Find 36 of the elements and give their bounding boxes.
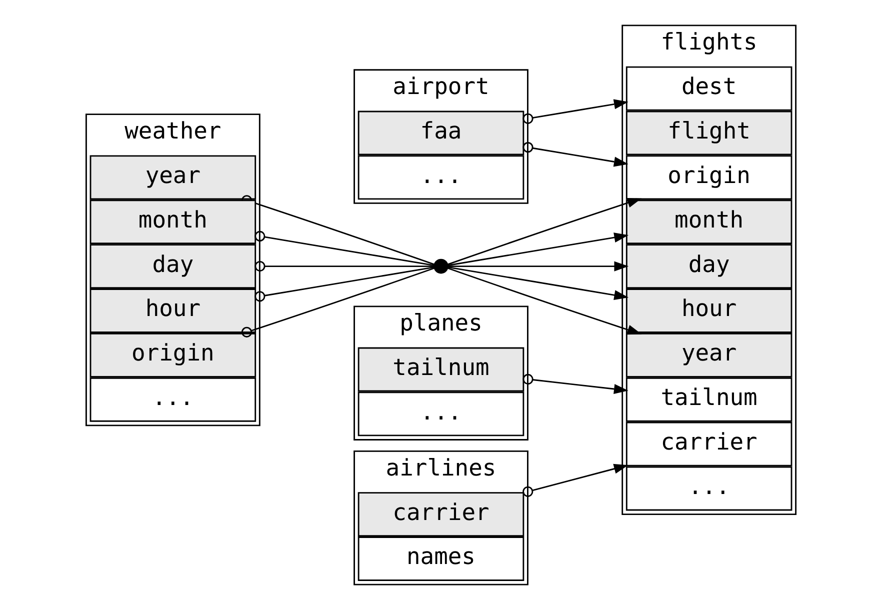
- arrow: [448, 261, 629, 272]
- node-box: tailnum: [358, 347, 524, 392]
- node-box: carrier: [626, 422, 792, 466]
- arrow: [448, 268, 642, 335]
- node-box: ...: [626, 466, 792, 511]
- node-box: ...: [90, 377, 256, 422]
- connector: [254, 261, 434, 272]
- node-box: month: [626, 200, 792, 244]
- node-box: year: [90, 155, 256, 200]
- node-box: hour: [626, 288, 792, 333]
- node-box: hour: [90, 288, 256, 333]
- node-box: dest: [626, 66, 792, 111]
- node-box: day: [90, 244, 256, 289]
- node-box: day: [626, 244, 792, 289]
- arrow: [522, 142, 628, 167]
- node-box: month: [90, 200, 256, 244]
- node-box: origin: [90, 332, 256, 378]
- node-box: faa: [358, 110, 524, 156]
- node-box: names: [358, 536, 524, 581]
- arrow: [448, 266, 629, 300]
- node-box: ...: [358, 392, 524, 436]
- node-circle: [434, 258, 448, 274]
- arrow: [522, 99, 628, 124]
- arrow: [522, 374, 628, 394]
- connector: [254, 230, 434, 266]
- node-box: ...: [358, 155, 524, 200]
- node-box: year: [626, 332, 792, 378]
- connector: [254, 266, 434, 302]
- node-box: tailnum: [626, 377, 792, 422]
- connector: [241, 268, 434, 338]
- arrow: [522, 464, 628, 497]
- node-box: carrier: [358, 492, 524, 537]
- arrow: [448, 232, 629, 266]
- arrow: [448, 198, 642, 265]
- node-box: origin: [626, 155, 792, 200]
- node-box: flight: [626, 110, 792, 156]
